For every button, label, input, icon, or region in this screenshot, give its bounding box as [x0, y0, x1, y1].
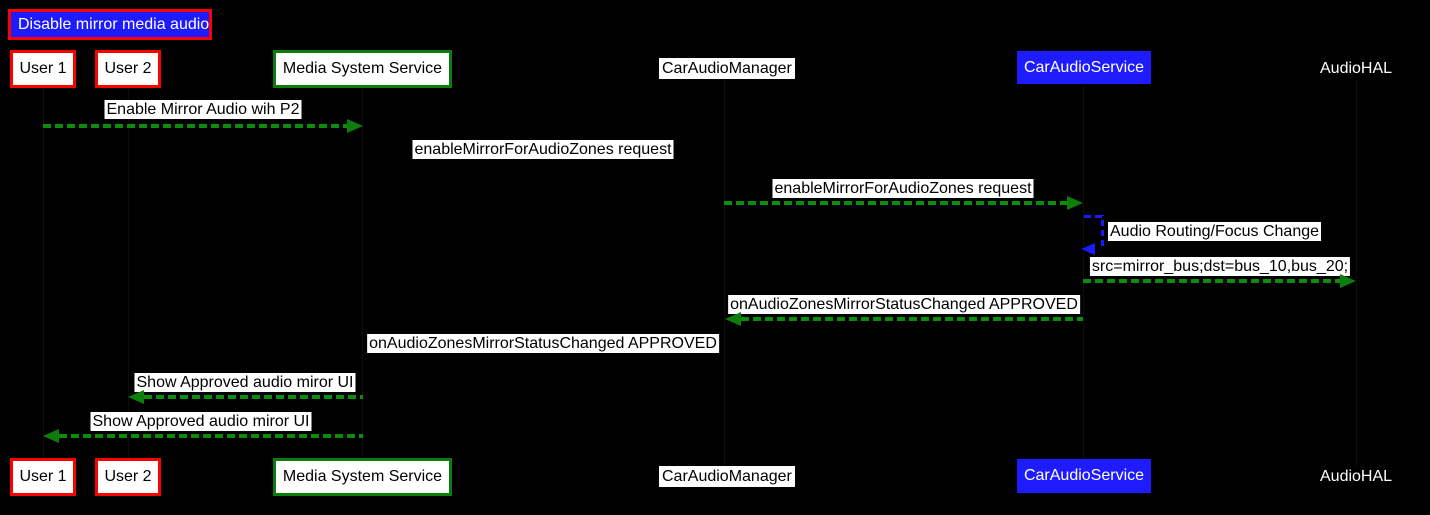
- message-show-approved-ui-user2-arrow-line: [144, 395, 363, 399]
- lifeline-user2: [128, 88, 129, 458]
- message-enable-mirror-zones-request-2-arrowhead-icon: [1067, 196, 1083, 210]
- lifeline-media-system-service: [362, 88, 363, 458]
- participant-car-audio-service-top: CarAudioService: [1017, 51, 1151, 84]
- lifeline-audio-hal: [1356, 80, 1357, 466]
- message-mirror-status-approved-2-label: onAudioZonesMirrorStatusChanged APPROVED: [367, 334, 719, 353]
- message-mirror-status-approved-1-arrowhead-icon: [725, 312, 741, 326]
- message-enable-mirror-audio-arrowhead-icon: [347, 119, 363, 133]
- participant-user2-bottom: User 2: [95, 458, 161, 496]
- self-loop-top-segment: [1084, 215, 1105, 218]
- participant-car-audio-manager-bottom: CarAudioManager: [659, 466, 795, 487]
- message-enable-mirror-zones-request-2-label: enableMirrorForAudioZones request: [772, 179, 1034, 198]
- message-show-approved-ui-user2-label: Show Approved audio miror UI: [134, 373, 356, 392]
- participant-user2-top: User 2: [95, 50, 161, 88]
- participant-car-audio-service-bottom: CarAudioService: [1017, 459, 1151, 493]
- message-src-mirror-bus-arrow-line: [1083, 279, 1341, 283]
- participant-media-system-service-top: Media System Service: [273, 50, 452, 88]
- message-audio-routing-focus-change-label: Audio Routing/Focus Change: [1108, 222, 1322, 241]
- message-enable-mirror-zones-request-2-arrow-line: [724, 201, 1068, 205]
- participant-user1-top: User 1: [10, 50, 76, 88]
- participant-media-system-service-bottom: Media System Service: [273, 458, 452, 496]
- diagram-title: Disable mirror media audio: [8, 9, 212, 40]
- participant-audio-hal-top: AudioHAL: [1320, 60, 1393, 77]
- message-src-mirror-bus-label: src=mirror_bus;dst=bus_10,bus_20;: [1089, 257, 1351, 276]
- message-show-approved-ui-user2-arrowhead-icon: [128, 390, 144, 404]
- message-show-approved-ui-user1-label: Show Approved audio miror UI: [90, 412, 312, 431]
- message-mirror-status-approved-1-arrow-line: [741, 317, 1083, 321]
- participant-user1-bottom: User 1: [10, 458, 76, 496]
- self-loop-arrowhead-icon: [1081, 243, 1095, 255]
- message-enable-mirror-zones-request-1-label: enableMirrorForAudioZones request: [412, 140, 674, 159]
- message-mirror-status-approved-1-label: onAudioZonesMirrorStatusChanged APPROVED: [728, 295, 1080, 314]
- message-src-mirror-bus-arrowhead-icon: [1340, 274, 1356, 288]
- lifeline-car-audio-manager: [724, 80, 725, 466]
- message-enable-mirror-audio-arrow-line: [43, 124, 348, 128]
- self-loop-vertical-segment: [1101, 215, 1104, 246]
- participant-car-audio-manager-top: CarAudioManager: [659, 58, 795, 79]
- message-show-approved-ui-user1-arrow-line: [59, 434, 363, 438]
- participant-audio-hal-bottom: AudioHAL: [1320, 468, 1393, 485]
- lifeline-car-audio-service: [1083, 84, 1084, 459]
- message-enable-mirror-audio-label: Enable Mirror Audio wih P2: [104, 100, 302, 119]
- message-show-approved-ui-user1-arrowhead-icon: [43, 429, 59, 443]
- lifeline-user1: [43, 88, 44, 458]
